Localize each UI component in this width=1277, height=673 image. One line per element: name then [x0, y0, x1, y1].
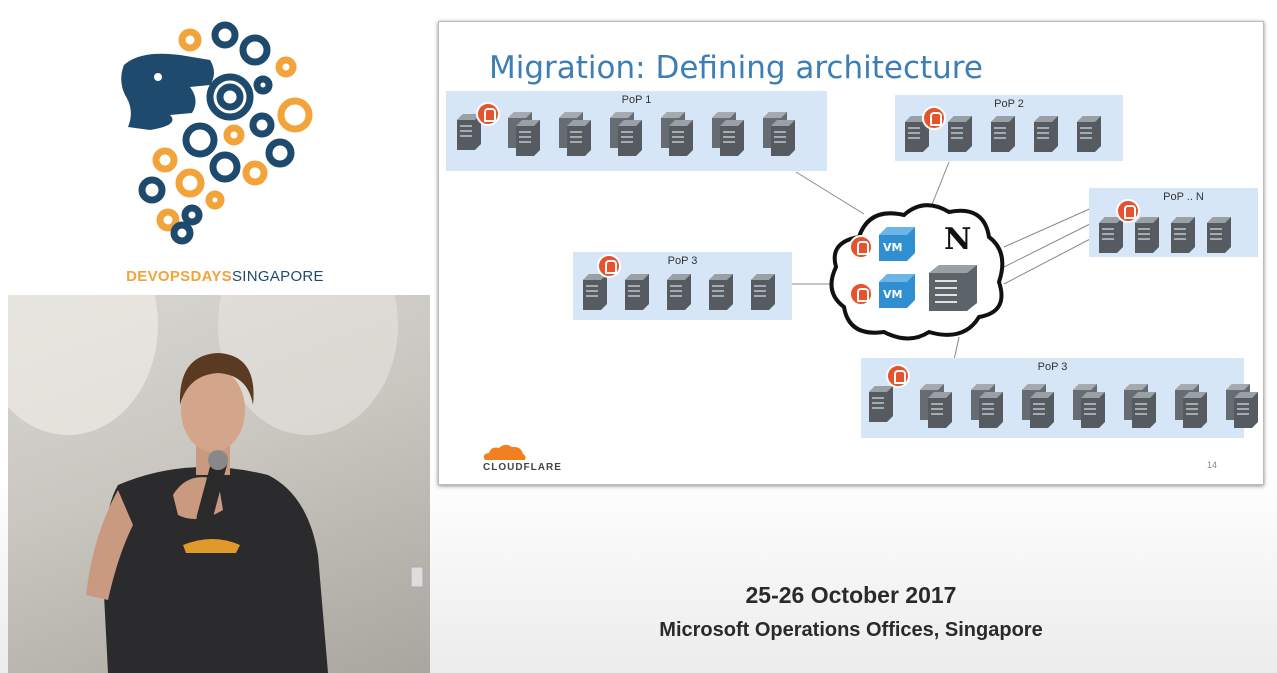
server-icon [1226, 384, 1258, 428]
gear-cluster-logo-icon [121, 21, 313, 245]
server-icon [869, 384, 899, 424]
event-venue: Microsoft Operations Offices, Singapore [659, 619, 1043, 641]
prometheus-icon [886, 364, 910, 388]
logo-text-primary: DEVOPSDAYS [126, 268, 232, 285]
cloudflare-wordmark: CLOUDFLARE [483, 462, 562, 473]
pop-label: PoP 1 [621, 94, 652, 106]
server-icon [751, 272, 781, 312]
server-icon [559, 112, 591, 156]
cloud-icon [829, 203, 1005, 341]
nagios-icon: N [944, 222, 972, 257]
server-icon [1022, 384, 1054, 428]
server-icon [1135, 215, 1165, 255]
server-icon [625, 272, 655, 312]
pop-label: PoP 3 [1037, 361, 1068, 373]
slide-page-number: 14 [1207, 460, 1218, 470]
speaker-figure [8, 295, 424, 673]
event-date: 25-26 October 2017 [745, 582, 957, 608]
prometheus-icon [597, 254, 621, 278]
server-icon [610, 112, 642, 156]
server-icon [1171, 215, 1201, 255]
pop-label: PoP 3 [667, 255, 698, 267]
server-icon [991, 114, 1021, 154]
vm-icon: VM [879, 227, 915, 261]
server-icon [929, 265, 977, 311]
slide-title: Migration: Defining architecture [489, 50, 983, 86]
server-icon [712, 112, 744, 156]
server-icon [920, 384, 952, 428]
server-icon [1099, 215, 1129, 255]
vm-label: VM [883, 241, 903, 254]
server-icon [709, 272, 739, 312]
server-icon [1124, 384, 1156, 428]
server-icon [1034, 114, 1064, 154]
cloudflare-logo-icon [483, 444, 526, 460]
server-icon [763, 112, 795, 156]
speaker-video [8, 295, 430, 673]
server-icon [971, 384, 1003, 428]
logo-text-secondary: SINGAPORE [231, 268, 324, 285]
vm-icon: VM [879, 274, 915, 308]
prometheus-icon [922, 106, 946, 130]
server-icon [905, 114, 935, 154]
prometheus-icon [849, 282, 873, 306]
server-icon [508, 112, 540, 156]
prometheus-icon [1116, 199, 1140, 223]
server-icon [1077, 114, 1107, 154]
devopsdays-logo [110, 15, 325, 250]
pop-label: PoP 2 [994, 98, 1024, 110]
server-icon [1207, 215, 1237, 255]
server-icon [583, 272, 613, 312]
server-icon [661, 112, 693, 156]
prometheus-icon [476, 102, 500, 126]
server-icon [457, 112, 487, 152]
presentation-slide: Migration: Defining architecture PoP 1 P… [438, 21, 1264, 485]
server-icon [948, 114, 978, 154]
server-icon [1175, 384, 1207, 428]
server-icon [1073, 384, 1105, 428]
vm-label: VM [883, 288, 903, 301]
server-icon [667, 272, 697, 312]
logo-wordmark: DEVOPSDAYSSINGAPORE [95, 268, 355, 285]
pop-label: PoP .. N [1163, 191, 1204, 203]
prometheus-icon [849, 235, 873, 259]
